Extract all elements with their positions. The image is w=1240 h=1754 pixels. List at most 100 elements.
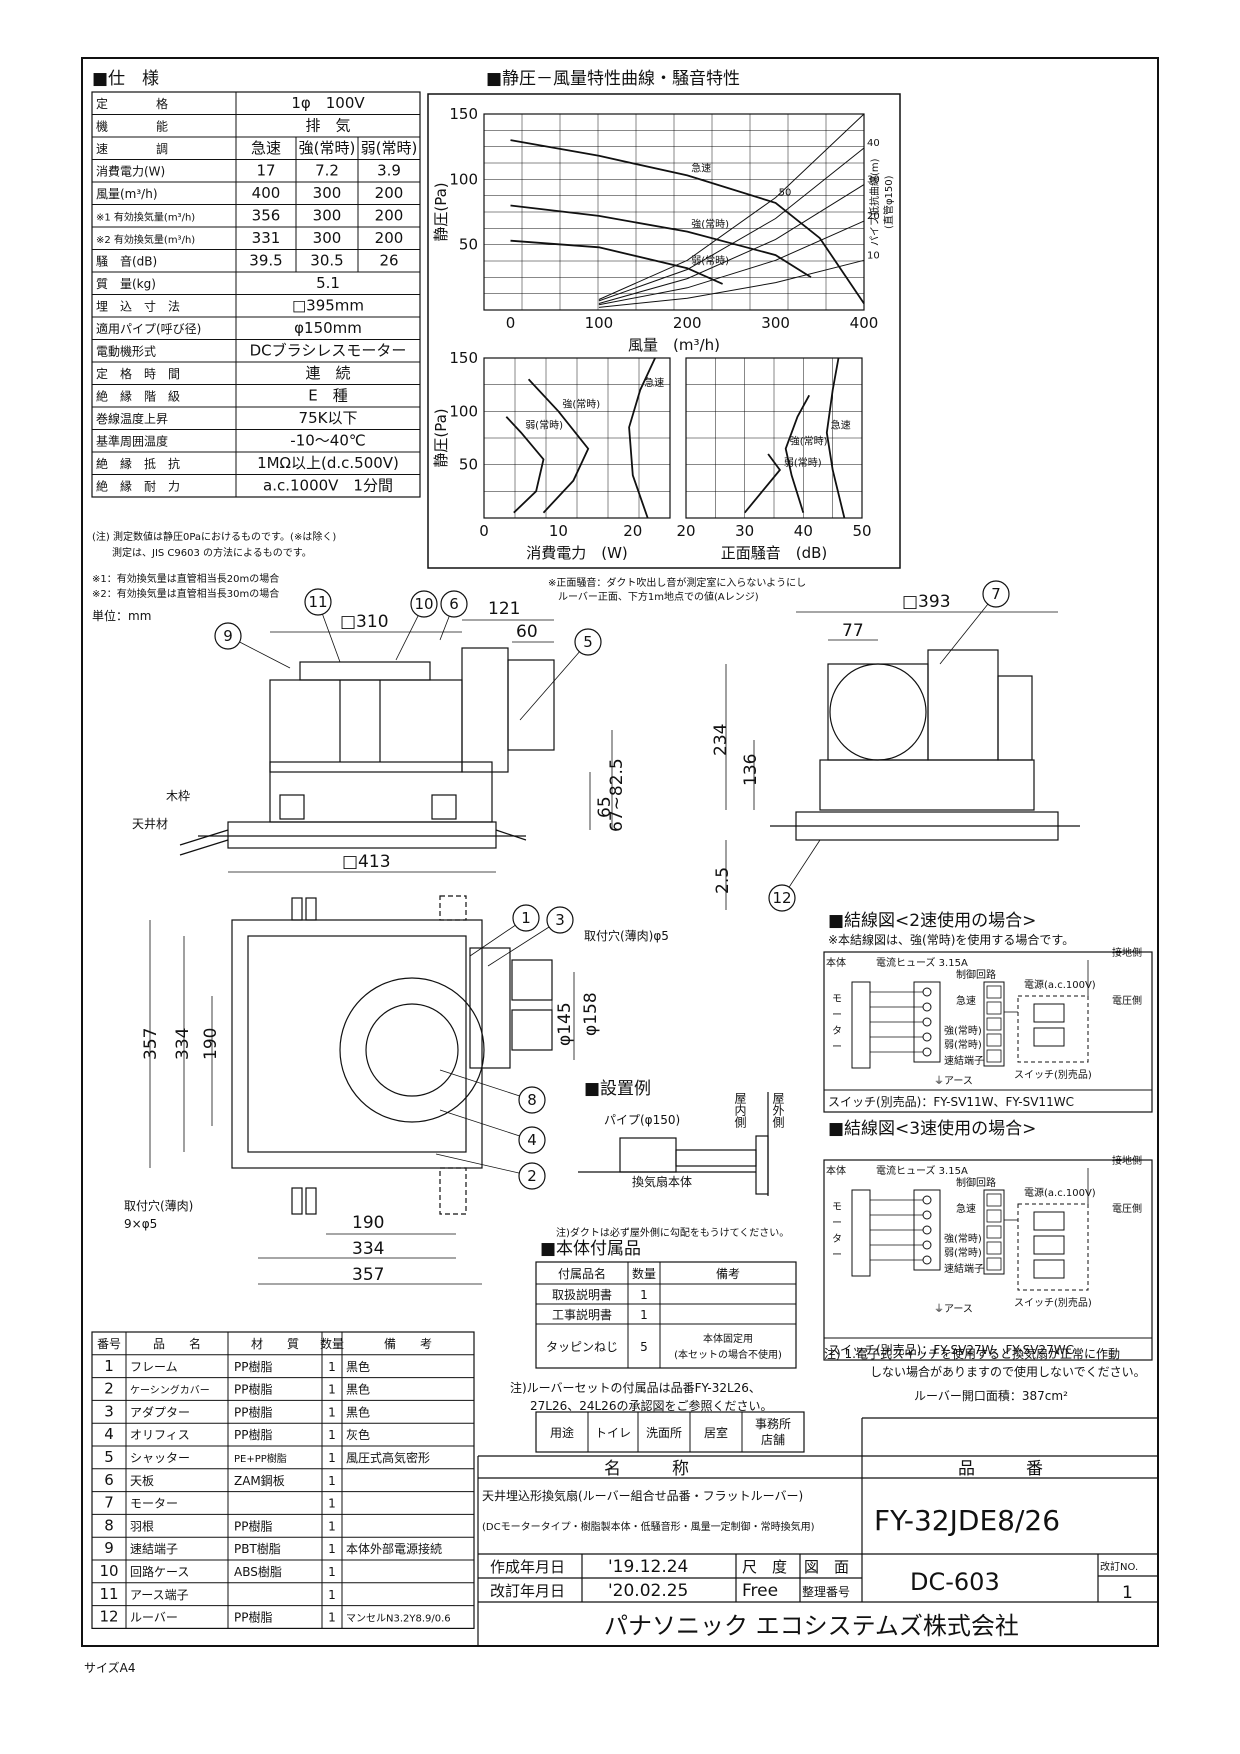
part-name: 羽根 <box>130 1519 154 1533</box>
part-qty: 1 <box>328 1588 336 1602</box>
part-name: シャッター <box>130 1451 190 1465</box>
spec-value: 排 気 <box>305 117 350 135</box>
install-pipe: パイプ(φ150) <box>604 1113 680 1127</box>
callout-number: 3 <box>555 911 565 929</box>
wiring-terminal-block <box>983 981 1005 1067</box>
part-qty: 1 <box>328 1542 336 1556</box>
wiring-voltage-side: 電圧側 <box>1112 994 1142 1007</box>
part-name: オリフィス <box>130 1428 190 1442</box>
wiring-terminal <box>986 1225 1002 1239</box>
wiring-power-label: 電源(a.c.100V) <box>1024 978 1096 991</box>
x-tick-label: 30 <box>735 522 754 540</box>
wiring-motor-box <box>851 981 871 1069</box>
callout-circle <box>518 1162 546 1190</box>
spec-value: 7.2 <box>315 162 339 180</box>
scale-value: Free <box>742 1581 778 1601</box>
part-material: ZAM鋼板 <box>234 1474 285 1488</box>
wiring-strong: 強(常時) <box>944 1232 982 1245</box>
wiring-pin <box>922 1047 932 1057</box>
x-axis-label: 正面騒音 (dB) <box>721 544 828 562</box>
pipe-curve-label: 50 <box>779 188 792 199</box>
part-note: 黒色 <box>346 1360 370 1374</box>
accessories-border <box>535 1261 797 1369</box>
usage-table: 用途トイレ洗面所居室事務所店舗 <box>535 1411 805 1453</box>
parts-border <box>91 1331 475 1629</box>
spec-value: 1MΩ以上(d.c.500V) <box>257 454 399 472</box>
wiring-ground-side: 接地側 <box>1112 1154 1142 1167</box>
paper-size: サイズA4 <box>84 1660 135 1675</box>
series-label: 弱(常時) <box>525 419 563 432</box>
spec-row-label: 定 格 時 間 <box>96 366 180 381</box>
parts-header: 材 質 <box>251 1336 299 1351</box>
spec-value: 75K以下 <box>299 409 358 427</box>
wiring-frame <box>823 1159 1153 1361</box>
spec-value: 強(常時) <box>299 139 356 157</box>
accessory-note: (本セットの場合不使用) <box>674 1348 782 1361</box>
wiring-terminal <box>986 1033 1002 1047</box>
wiring-pin <box>922 1002 932 1012</box>
series-label: 弱(常時) <box>784 456 822 469</box>
part-material: ABS樹脂 <box>234 1564 282 1579</box>
callout-number: 11 <box>308 593 327 611</box>
company-name: パナソニック エコシステムズ株式会社 <box>604 1612 1019 1640</box>
spec-row-label: 風量(m³/h) <box>96 187 158 201</box>
install-body: 換気扇本体 <box>632 1174 692 1189</box>
spec-row-label: 絶 縁 抵 抗 <box>96 456 180 471</box>
wiring-fuse-label: 電流ヒューズ 3.15A <box>876 956 968 969</box>
series-line <box>628 357 656 519</box>
part-material: PP樹脂 <box>234 1382 272 1397</box>
spec-note-1: (注) 測定数値は静圧0Paにおけるものです。(※は除く) <box>92 530 336 543</box>
usage-cell: 店舗 <box>761 1433 785 1447</box>
wiring-motor-char: ー <box>832 1042 842 1053</box>
wiring-terminal <box>986 1017 1002 1031</box>
wiring-pin <box>922 1032 932 1042</box>
accessories-note-2: 27L26、24L26の承認図をご参照ください。 <box>530 1398 772 1413</box>
series-line <box>825 357 846 519</box>
spec-value: 30.5 <box>310 252 343 270</box>
drawing-label: 図 面 <box>804 1558 849 1576</box>
part-number-cell: 6 <box>104 1471 114 1489</box>
spec-row-label: 消費電力(W) <box>96 164 165 179</box>
x-tick-label: 0 <box>479 522 489 540</box>
callout-number: 6 <box>449 595 459 613</box>
wiring-ctrl-label: 制御回路 <box>956 1176 996 1189</box>
usage-cell: 事務所 <box>755 1417 791 1431</box>
x-tick-label: 20 <box>623 522 642 540</box>
revision-label: 改訂NO. <box>1100 1560 1138 1573</box>
part-name: 天板 <box>130 1474 154 1488</box>
wiring-terminal <box>986 985 1002 999</box>
wiring-motor-char: ー <box>832 1218 842 1229</box>
spec-footnote-2: ※2：有効換気量は直管相当長30mの場合 <box>92 587 279 600</box>
wiring-terminal <box>986 1241 1002 1255</box>
wiring-subtitle: ※本結線図は、強(常時)を使用する場合です。 <box>828 932 1074 947</box>
wiring-earth: ⏚アース <box>934 1303 973 1315</box>
wiring-switch-box <box>1017 1203 1089 1291</box>
title-name-1: 天井埋込形換気扇(ルーバー組合せ品番・フラットルーバー) <box>482 1488 803 1503</box>
spec-row-label: 適用パイプ(呼び径) <box>96 321 201 336</box>
wiring-pin <box>922 987 932 997</box>
x-tick-label: 200 <box>673 314 702 332</box>
spec-value: 3.9 <box>377 162 401 180</box>
front-view-drawing <box>770 649 1080 841</box>
chart-section-title: ■静圧－風量特性曲線・騒音特性 <box>486 69 740 89</box>
wiring-switch <box>1033 1259 1065 1279</box>
louver-area: ルーバー開口面積：387cm² <box>914 1388 1068 1403</box>
spec-value: 連 続 <box>305 364 350 382</box>
part-note: 本体外部電源接続 <box>346 1541 442 1556</box>
part-number-cell: 12 <box>99 1608 118 1626</box>
part-note: 黒色 <box>346 1405 370 1419</box>
part-qty: 1 <box>328 1474 336 1488</box>
x-axis-label: 風量 (m³/h) <box>628 336 720 354</box>
usage-cell: 洗面所 <box>646 1426 682 1440</box>
callout-leader <box>439 1069 533 1101</box>
wiring-diagram-2-speed: ■結線図<2速使用の場合>※本結線図は、強(常時)を使用する場合です。スイッチ(… <box>823 910 1153 1113</box>
part-note: 灰色 <box>346 1428 370 1442</box>
spec-row-label: 絶 縁 耐 力 <box>96 479 180 494</box>
spec-value: 39.5 <box>249 252 282 270</box>
wiring-pin <box>922 1240 932 1250</box>
part-material: PP樹脂 <box>234 1359 272 1374</box>
part-material: PP樹脂 <box>234 1518 272 1533</box>
part-name: アダプター <box>130 1404 190 1419</box>
